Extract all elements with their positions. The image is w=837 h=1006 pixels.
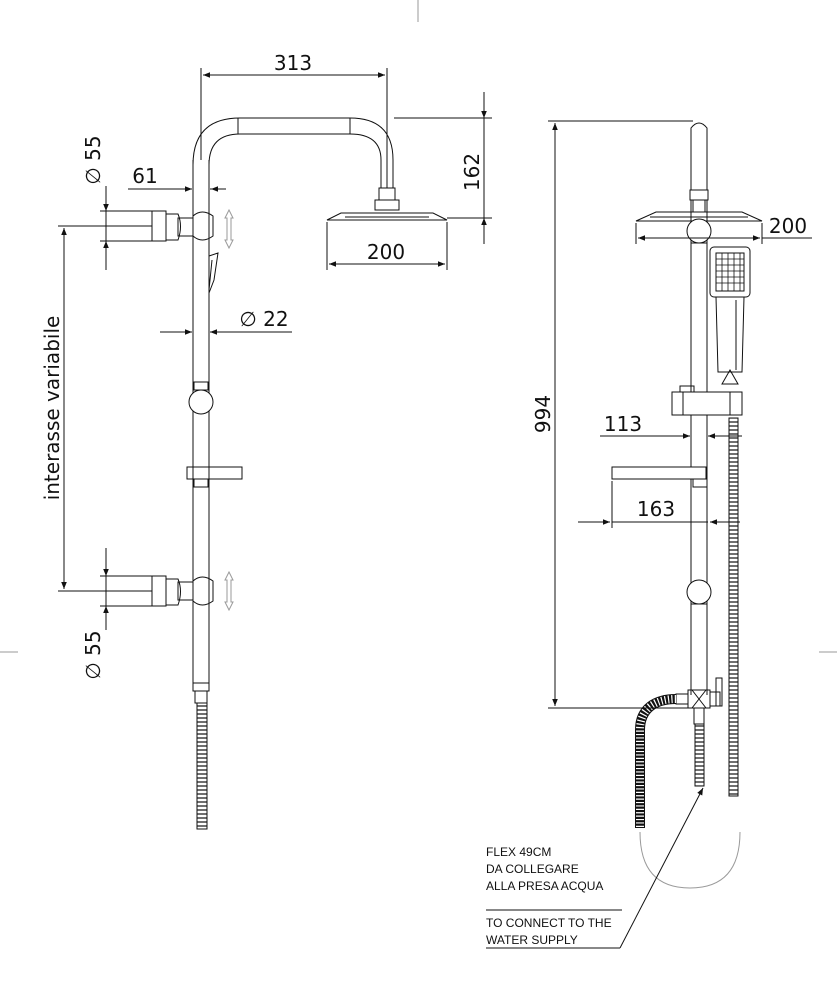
holder-clip-front xyxy=(208,252,219,294)
dim-162-label: 162 xyxy=(460,153,484,191)
note-leader xyxy=(619,787,704,949)
shower-head-front xyxy=(326,212,448,221)
dim-bracket-offset: 61 xyxy=(128,164,226,192)
ring-bracket-lower xyxy=(686,579,712,605)
dim-994-label: 994 xyxy=(531,395,555,433)
slide-arrow-top xyxy=(224,208,234,250)
hand-shower xyxy=(709,246,751,385)
slider-knob-front xyxy=(188,381,214,415)
dim-head-height: 162 xyxy=(394,92,492,244)
diverter-side xyxy=(635,689,741,889)
note-it-line1: FLEX 49CM xyxy=(486,845,551,859)
dim-bracket-diameter-bottom: ∅ 55 xyxy=(81,548,165,680)
dim-313-label: 313 xyxy=(274,51,312,75)
side-view: 994 200 113 163 xyxy=(531,120,812,949)
dim-shelf-depth: 163 xyxy=(578,481,740,528)
dim-55-top-label: ∅ 55 xyxy=(81,135,105,184)
slider-holder-side xyxy=(671,385,743,416)
dim-200-front-label: 200 xyxy=(367,240,405,264)
note-it-line3: ALLA PRESA ACQUA xyxy=(486,879,603,893)
wall-bracket-top xyxy=(151,210,214,242)
ring-bracket-upper xyxy=(686,218,712,244)
dim-22-label: ∅ 22 xyxy=(239,307,288,331)
dim-61-label: 61 xyxy=(132,164,157,188)
shower-hose-side xyxy=(715,417,739,797)
dim-head-diameter-side: 200 xyxy=(635,214,812,244)
dim-head-diameter-front: 200 xyxy=(326,222,448,270)
riser-pipe xyxy=(192,160,210,685)
slide-arrow-bottom xyxy=(224,570,234,612)
note-en-line1: TO CONNECT TO THE xyxy=(486,916,612,930)
soap-shelf-front xyxy=(186,466,243,488)
dim-200-side-label: 200 xyxy=(769,214,807,238)
note-it-line2: DA COLLEGARE xyxy=(486,862,579,876)
dim-variable-centers: interasse variabile xyxy=(40,225,152,592)
overhead-arm xyxy=(192,117,400,211)
dim-pipe-diameter: ∅ 22 xyxy=(160,307,292,335)
front-view: 313 162 200 61 xyxy=(40,51,492,830)
soap-shelf-side xyxy=(611,466,708,488)
dim-total-height: 994 xyxy=(531,120,693,709)
variable-centers-label: interasse variabile xyxy=(40,316,64,501)
dim-55-bottom-label: ∅ 55 xyxy=(81,630,105,679)
registration-marks xyxy=(0,0,837,653)
riser-pipe-side xyxy=(689,122,709,695)
wall-bracket-bottom xyxy=(151,575,214,607)
dim-arm-length: 313 xyxy=(200,51,388,188)
note-en-line2: WATER SUPPLY xyxy=(486,933,578,947)
dim-bracket-diameter-top: ∅ 55 xyxy=(81,135,165,270)
dim-163-label: 163 xyxy=(637,497,675,521)
notes: FLEX 49CM DA COLLEGARE ALLA PRESA ACQUA … xyxy=(486,845,622,949)
dim-holder-depth: 113 xyxy=(600,412,742,439)
dim-113-label: 113 xyxy=(604,412,642,436)
hose-front xyxy=(192,682,210,830)
